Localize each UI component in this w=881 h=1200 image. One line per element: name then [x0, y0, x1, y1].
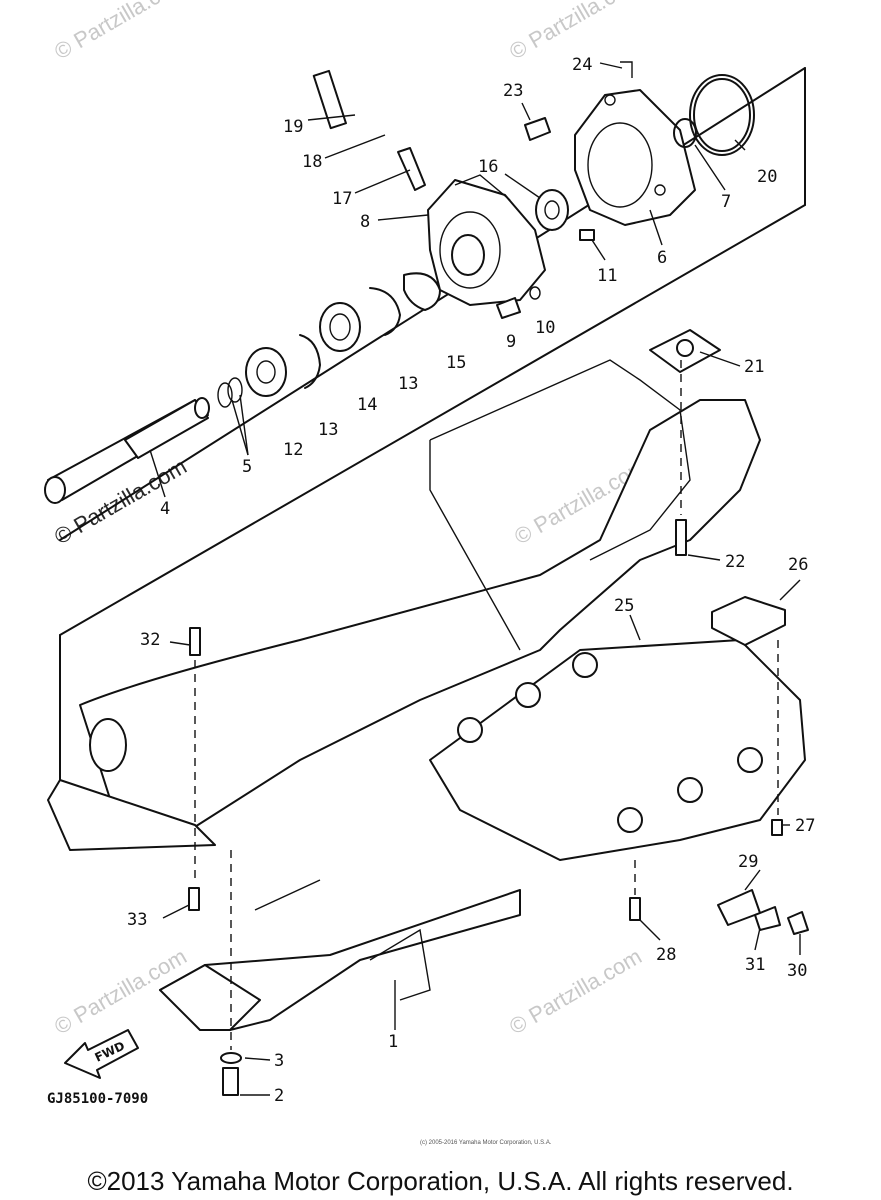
bearing-stack	[245, 272, 441, 397]
ride-plate	[47, 779, 521, 1031]
o-ring-small	[673, 118, 697, 148]
guide-lines	[194, 360, 779, 1050]
callout-17: 17	[332, 189, 352, 209]
callout-1: 1	[388, 1032, 398, 1052]
callout-31: 31	[745, 955, 765, 975]
callout-6: 6	[657, 248, 667, 268]
callout-8: 8	[360, 212, 370, 232]
callout-33: 33	[127, 910, 147, 930]
callout-22: 22	[725, 552, 745, 572]
callout-3: 3	[274, 1051, 284, 1071]
intake-plate	[429, 639, 806, 861]
callout-19: 19	[283, 117, 303, 137]
callout-29: 29	[738, 852, 758, 872]
leader-lines	[149, 62, 801, 1096]
callout-30: 30	[787, 961, 807, 981]
callout-32: 32	[140, 630, 160, 650]
callout-5: 5	[242, 457, 252, 477]
copyright-notice: ©2013 Yamaha Motor Corporation, U.S.A. A…	[87, 1166, 794, 1196]
callout-11: 11	[597, 266, 617, 286]
callout-13b: 13	[398, 374, 418, 394]
callout-13a: 13	[318, 420, 338, 440]
callout-10: 10	[535, 318, 555, 338]
callout-9: 9	[506, 332, 516, 352]
bearing-housing	[427, 174, 546, 306]
callout-28: 28	[656, 945, 676, 965]
callout-14: 14	[357, 395, 377, 415]
callout-25: 25	[614, 596, 634, 616]
watermark: © Partzilla.com	[505, 944, 646, 1040]
callout-21: 21	[744, 357, 764, 377]
lower-bolts	[188, 519, 783, 1096]
callout-18: 18	[302, 152, 322, 172]
callout-26: 26	[788, 555, 808, 575]
forward-arrow-icon: FWD	[64, 1029, 139, 1079]
callout-24: 24	[572, 55, 592, 75]
callout-2: 2	[274, 1086, 284, 1106]
fine-print: (c) 2005-2016 Yamaha Motor Corporation, …	[420, 1140, 552, 1146]
callout-20: 20	[757, 167, 777, 187]
callout-23: 23	[503, 81, 523, 101]
housing-cover	[574, 89, 696, 226]
o-ring-large	[689, 74, 755, 156]
callout-4: 4	[160, 499, 170, 519]
watermarks: © Partzilla.com © Partzilla.com © Partzi…	[50, 0, 651, 1039]
callout-12: 12	[283, 440, 303, 460]
callout-15: 15	[446, 353, 466, 373]
callout-7: 7	[721, 192, 731, 212]
callout-16: 16	[478, 157, 498, 177]
hull-body	[79, 359, 761, 831]
callout-27: 27	[795, 816, 815, 836]
small-fasteners	[312, 61, 633, 319]
oil-seal	[535, 189, 569, 231]
brackets	[649, 329, 809, 935]
part-callouts: 1 2 3 4 5 6 7 8 9 10 11 12 13 13 14 15 1…	[127, 55, 815, 1106]
diagram-code: GJ85100-7090	[47, 1091, 148, 1107]
drive-shaft	[44, 377, 243, 504]
watermark: © Partzilla.com	[50, 0, 191, 64]
